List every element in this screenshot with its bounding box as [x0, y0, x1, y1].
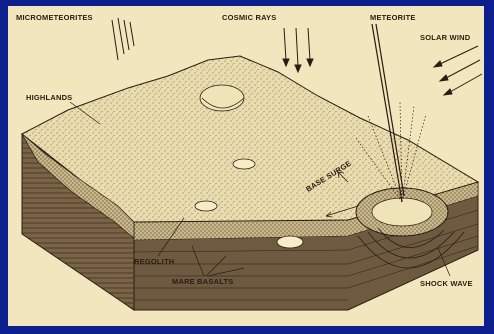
label-highlands: HIGHLANDS — [26, 93, 72, 102]
label-shock-wave: SHOCK WAVE — [420, 279, 473, 288]
label-solar-wind: SOLAR WIND — [420, 33, 471, 42]
label-regolith: REGOLITH — [134, 257, 174, 266]
regolith-formation-diagram: MICROMETEORITES COSMIC RAYS METEORITE SO… — [8, 6, 484, 326]
solar-wind-arrows — [434, 46, 482, 95]
label-cosmic-rays: COSMIC RAYS — [222, 13, 276, 22]
diagram-frame: MICROMETEORITES COSMIC RAYS METEORITE SO… — [8, 6, 484, 326]
cosmic-ray-arrows — [283, 28, 313, 72]
label-mare-basalts: MARE BASALTS — [172, 277, 233, 286]
label-meteorite: METEORITE — [370, 13, 416, 22]
highland-crater — [200, 85, 244, 111]
micrometeorite-streaks — [112, 18, 134, 60]
label-micrometeorites: MICROMETEORITES — [16, 13, 93, 22]
